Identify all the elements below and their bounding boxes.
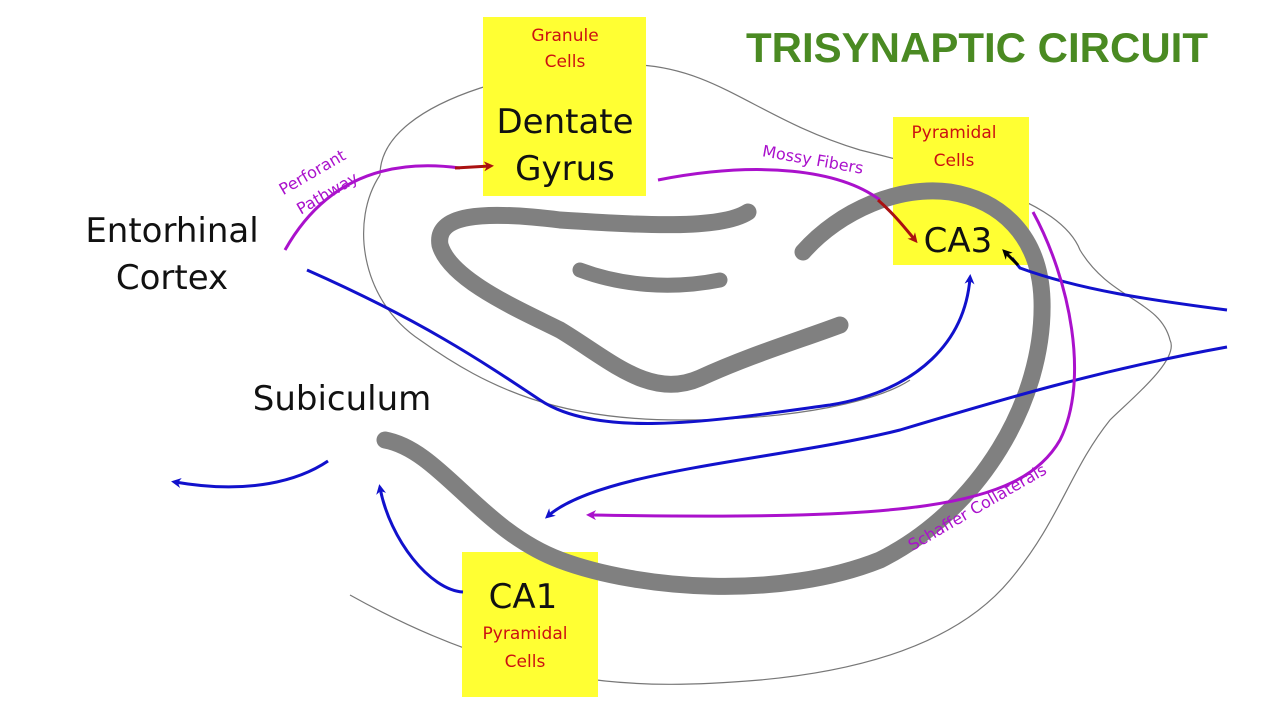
subiculum-label: Subiculum: [253, 379, 432, 419]
ca1-to-subiculum-fiber: [376, 484, 464, 594]
ca1-pyramidal-cells-label-line1: Pyramidal: [483, 624, 568, 644]
dentate-inner-tissue: [572, 262, 728, 293]
dentate-gyrus-label-line2: Gyrus: [515, 149, 615, 189]
ammons-horn-tissue: [376, 182, 1051, 595]
ca3-pyramidal-cells-label-line2: Cells: [934, 151, 975, 171]
subiculum-output-fiber: [171, 459, 329, 489]
schaffer-collaterals-fiber: [586, 211, 1076, 521]
granule-cells-label-line1: Granule: [531, 26, 598, 46]
dentate-gyrus-box: [483, 17, 646, 196]
perforant-pathway-fiber: [283, 164, 461, 251]
entorhinal-to-ca3-fiber: [306, 268, 975, 425]
mossy-arrowhead: [877, 198, 918, 244]
ca1-pyramidal-cells-label-line2: Cells: [505, 652, 546, 672]
perforant-arrowhead: [454, 161, 494, 172]
granule-cells-label-line2: Cells: [545, 52, 586, 72]
entorhinal-cortex-label-line1: Entorhinal: [85, 211, 258, 251]
hippocampus-outline: [349, 63, 1172, 685]
inner-outline: [363, 174, 911, 421]
dentate-gyrus-label-line1: Dentate: [496, 102, 633, 142]
dentate-gyrus-tissue: [431, 203, 849, 393]
ca1-box: [462, 552, 598, 697]
diagram-title: TRISYNAPTIC CIRCUIT: [746, 24, 1208, 71]
input-to-ca3-arrowhead: [1002, 249, 1020, 267]
entorhinal-cortex-label-line2: Cortex: [116, 258, 228, 298]
mossy-fibers-fiber: [657, 168, 881, 202]
input-to-ca1-fiber: [544, 345, 1228, 519]
input-to-ca3-fiber: [1010, 257, 1228, 312]
ca3-pyramidal-cells-label-line1: Pyramidal: [912, 123, 997, 143]
ca1-label: CA1: [489, 577, 558, 617]
ca3-label: CA3: [924, 221, 993, 261]
